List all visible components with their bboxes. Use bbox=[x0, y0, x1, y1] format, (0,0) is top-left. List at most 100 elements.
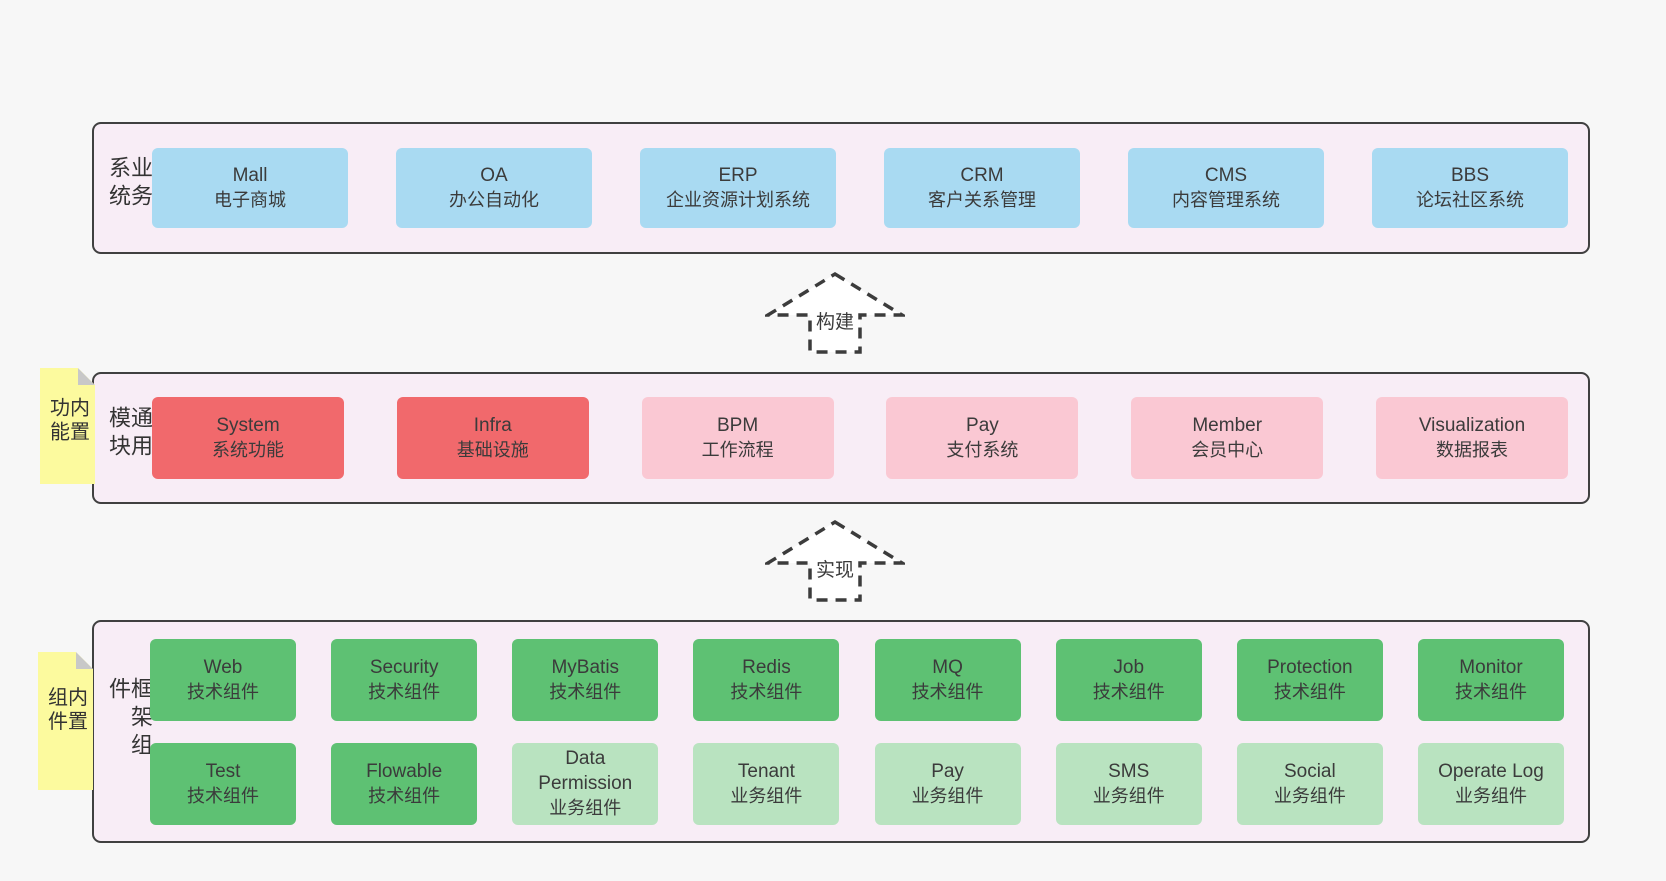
box-protection: Protection 技术组件 bbox=[1236, 638, 1383, 721]
box-monitor: Monitor 技术组件 bbox=[1417, 638, 1564, 721]
layer-label-business-systems: 业务系统 bbox=[106, 156, 153, 212]
box-tenant: Tenant 业务组件 bbox=[693, 742, 840, 825]
box-name: Data Permission bbox=[538, 748, 633, 794]
box-name: CRM bbox=[960, 165, 1004, 186]
box-name: CMS bbox=[1204, 165, 1248, 186]
box-desc: 基础设施 bbox=[456, 440, 529, 460]
box-security: Security 技术组件 bbox=[331, 638, 478, 721]
framework-row-2: Test 技术组件 Flowable 技术组件 Data Permission … bbox=[150, 742, 1564, 825]
box-name: Redis bbox=[742, 656, 791, 678]
box-desc: 业务组件 bbox=[1454, 785, 1527, 806]
arrow-build: 构建 bbox=[765, 271, 905, 355]
box-cms: CMS 内容管理系统 bbox=[1128, 148, 1324, 228]
layer-framework-components: 框架组件 Web 技术组件 Security 技术组件 MyBatis 技术组件… bbox=[92, 620, 1590, 843]
box-infra: Infra 基础设施 bbox=[396, 397, 589, 479]
box-social: Social 业务组件 bbox=[1236, 742, 1383, 825]
box-redis: Redis 技术组件 bbox=[693, 638, 840, 721]
box-visualization: Visualization 数据报表 bbox=[1375, 397, 1568, 479]
box-name: Protection bbox=[1267, 656, 1353, 678]
box-desc: 技术组件 bbox=[368, 785, 441, 806]
box-name: Social bbox=[1283, 760, 1336, 782]
box-erp: ERP 企业资源计划系统 bbox=[640, 148, 836, 228]
box-name: MQ bbox=[932, 656, 963, 678]
box-pay-component: Pay 业务组件 bbox=[874, 742, 1021, 825]
box-desc: 技术组件 bbox=[1454, 681, 1527, 702]
box-desc: 支付系统 bbox=[946, 440, 1019, 460]
sticky-note-built-in-features: 内置功能 bbox=[40, 368, 95, 484]
box-name: Pay bbox=[966, 415, 999, 436]
arrow-implement: 实现 bbox=[765, 519, 905, 603]
module-boxes-row: System 系统功能 Infra 基础设施 BPM 工作流程 Pay 支付系统… bbox=[152, 374, 1568, 502]
box-test: Test 技术组件 bbox=[150, 742, 296, 825]
box-name: Infra bbox=[473, 415, 512, 436]
box-flowable: Flowable 技术组件 bbox=[331, 742, 478, 825]
box-desc: 技术组件 bbox=[1092, 681, 1165, 702]
box-desc: 技术组件 bbox=[368, 681, 441, 702]
box-name: Security bbox=[369, 656, 439, 678]
box-desc: 客户关系管理 bbox=[928, 190, 1036, 210]
box-name: Tenant bbox=[737, 760, 795, 782]
arrow-build-label: 构建 bbox=[812, 312, 858, 334]
box-name: SMS bbox=[1108, 760, 1150, 782]
box-desc: 业务组件 bbox=[911, 785, 984, 806]
box-web: Web 技术组件 bbox=[150, 638, 296, 721]
sticky-note-text: 内置功能 bbox=[46, 397, 89, 445]
box-name: Visualization bbox=[1418, 415, 1526, 436]
box-desc: 工作流程 bbox=[701, 440, 774, 460]
box-data-permission: Data Permission 业务组件 bbox=[512, 742, 659, 825]
box-desc: 技术组件 bbox=[549, 681, 622, 702]
sticky-note-text: 内置组件 bbox=[44, 686, 87, 735]
box-desc: 业务组件 bbox=[1273, 785, 1346, 806]
box-name: Operate Log bbox=[1438, 760, 1544, 782]
box-name: Member bbox=[1192, 415, 1263, 436]
box-oa: OA 办公自动化 bbox=[396, 148, 592, 228]
box-bbs: BBS 论坛社区系统 bbox=[1372, 148, 1568, 228]
box-name: BPM bbox=[717, 415, 759, 436]
box-name: Flowable bbox=[366, 760, 443, 782]
layer-business-systems: 业务系统 Mall 电子商城 OA 办公自动化 ERP 企业资源计划系统 CRM… bbox=[92, 122, 1590, 254]
box-name: Mall bbox=[232, 165, 268, 186]
box-desc: 技术组件 bbox=[730, 681, 803, 702]
box-desc: 技术组件 bbox=[1273, 681, 1346, 702]
layer-label-framework-components: 框架组件 bbox=[106, 676, 153, 761]
box-name: OA bbox=[480, 165, 508, 186]
box-operate-log: Operate Log 业务组件 bbox=[1417, 742, 1564, 825]
box-sms: SMS 业务组件 bbox=[1055, 742, 1202, 825]
box-desc: 内容管理系统 bbox=[1172, 190, 1280, 210]
box-name: System bbox=[216, 415, 280, 436]
box-desc: 电子商城 bbox=[214, 190, 286, 210]
box-mybatis: MyBatis 技术组件 bbox=[512, 638, 659, 721]
box-name: ERP bbox=[718, 165, 758, 186]
layer-label-common-modules: 通用模块 bbox=[106, 406, 153, 462]
box-name: Pay bbox=[931, 760, 964, 782]
framework-boxes-rows: Web 技术组件 Security 技术组件 MyBatis 技术组件 Redi… bbox=[150, 622, 1564, 841]
box-desc: 技术组件 bbox=[911, 681, 984, 702]
box-desc: 业务组件 bbox=[730, 785, 803, 806]
box-name: MyBatis bbox=[551, 656, 620, 678]
box-desc: 办公自动化 bbox=[449, 190, 539, 210]
box-desc: 业务组件 bbox=[1092, 785, 1165, 806]
arrow-implement-label: 实现 bbox=[812, 560, 858, 582]
layer-common-modules: 通用模块 System 系统功能 Infra 基础设施 BPM 工作流程 Pay… bbox=[92, 372, 1590, 504]
box-desc: 系统功能 bbox=[212, 440, 284, 460]
box-desc: 企业资源计划系统 bbox=[666, 190, 810, 210]
box-name: Web bbox=[203, 656, 243, 678]
box-name: Monitor bbox=[1459, 656, 1523, 678]
box-name: Test bbox=[205, 760, 241, 782]
box-job: Job 技术组件 bbox=[1055, 638, 1202, 721]
box-mall: Mall 电子商城 bbox=[152, 148, 348, 228]
box-system: System 系统功能 bbox=[152, 397, 344, 479]
note-fold-corner-icon bbox=[76, 652, 93, 669]
box-crm: CRM 客户关系管理 bbox=[884, 148, 1080, 228]
box-desc: 会员中心 bbox=[1191, 440, 1264, 460]
box-name: Job bbox=[1113, 656, 1145, 678]
box-mq: MQ 技术组件 bbox=[874, 638, 1021, 721]
box-name: BBS bbox=[1450, 165, 1490, 186]
box-desc: 技术组件 bbox=[187, 785, 259, 806]
box-bpm: BPM 工作流程 bbox=[641, 397, 834, 479]
box-desc: 数据报表 bbox=[1435, 440, 1508, 460]
business-boxes-row: Mall 电子商城 OA 办公自动化 ERP 企业资源计划系统 CRM 客户关系… bbox=[152, 124, 1568, 252]
sticky-note-built-in-components: 内置组件 bbox=[38, 652, 93, 790]
box-pay-module: Pay 支付系统 bbox=[886, 397, 1079, 479]
